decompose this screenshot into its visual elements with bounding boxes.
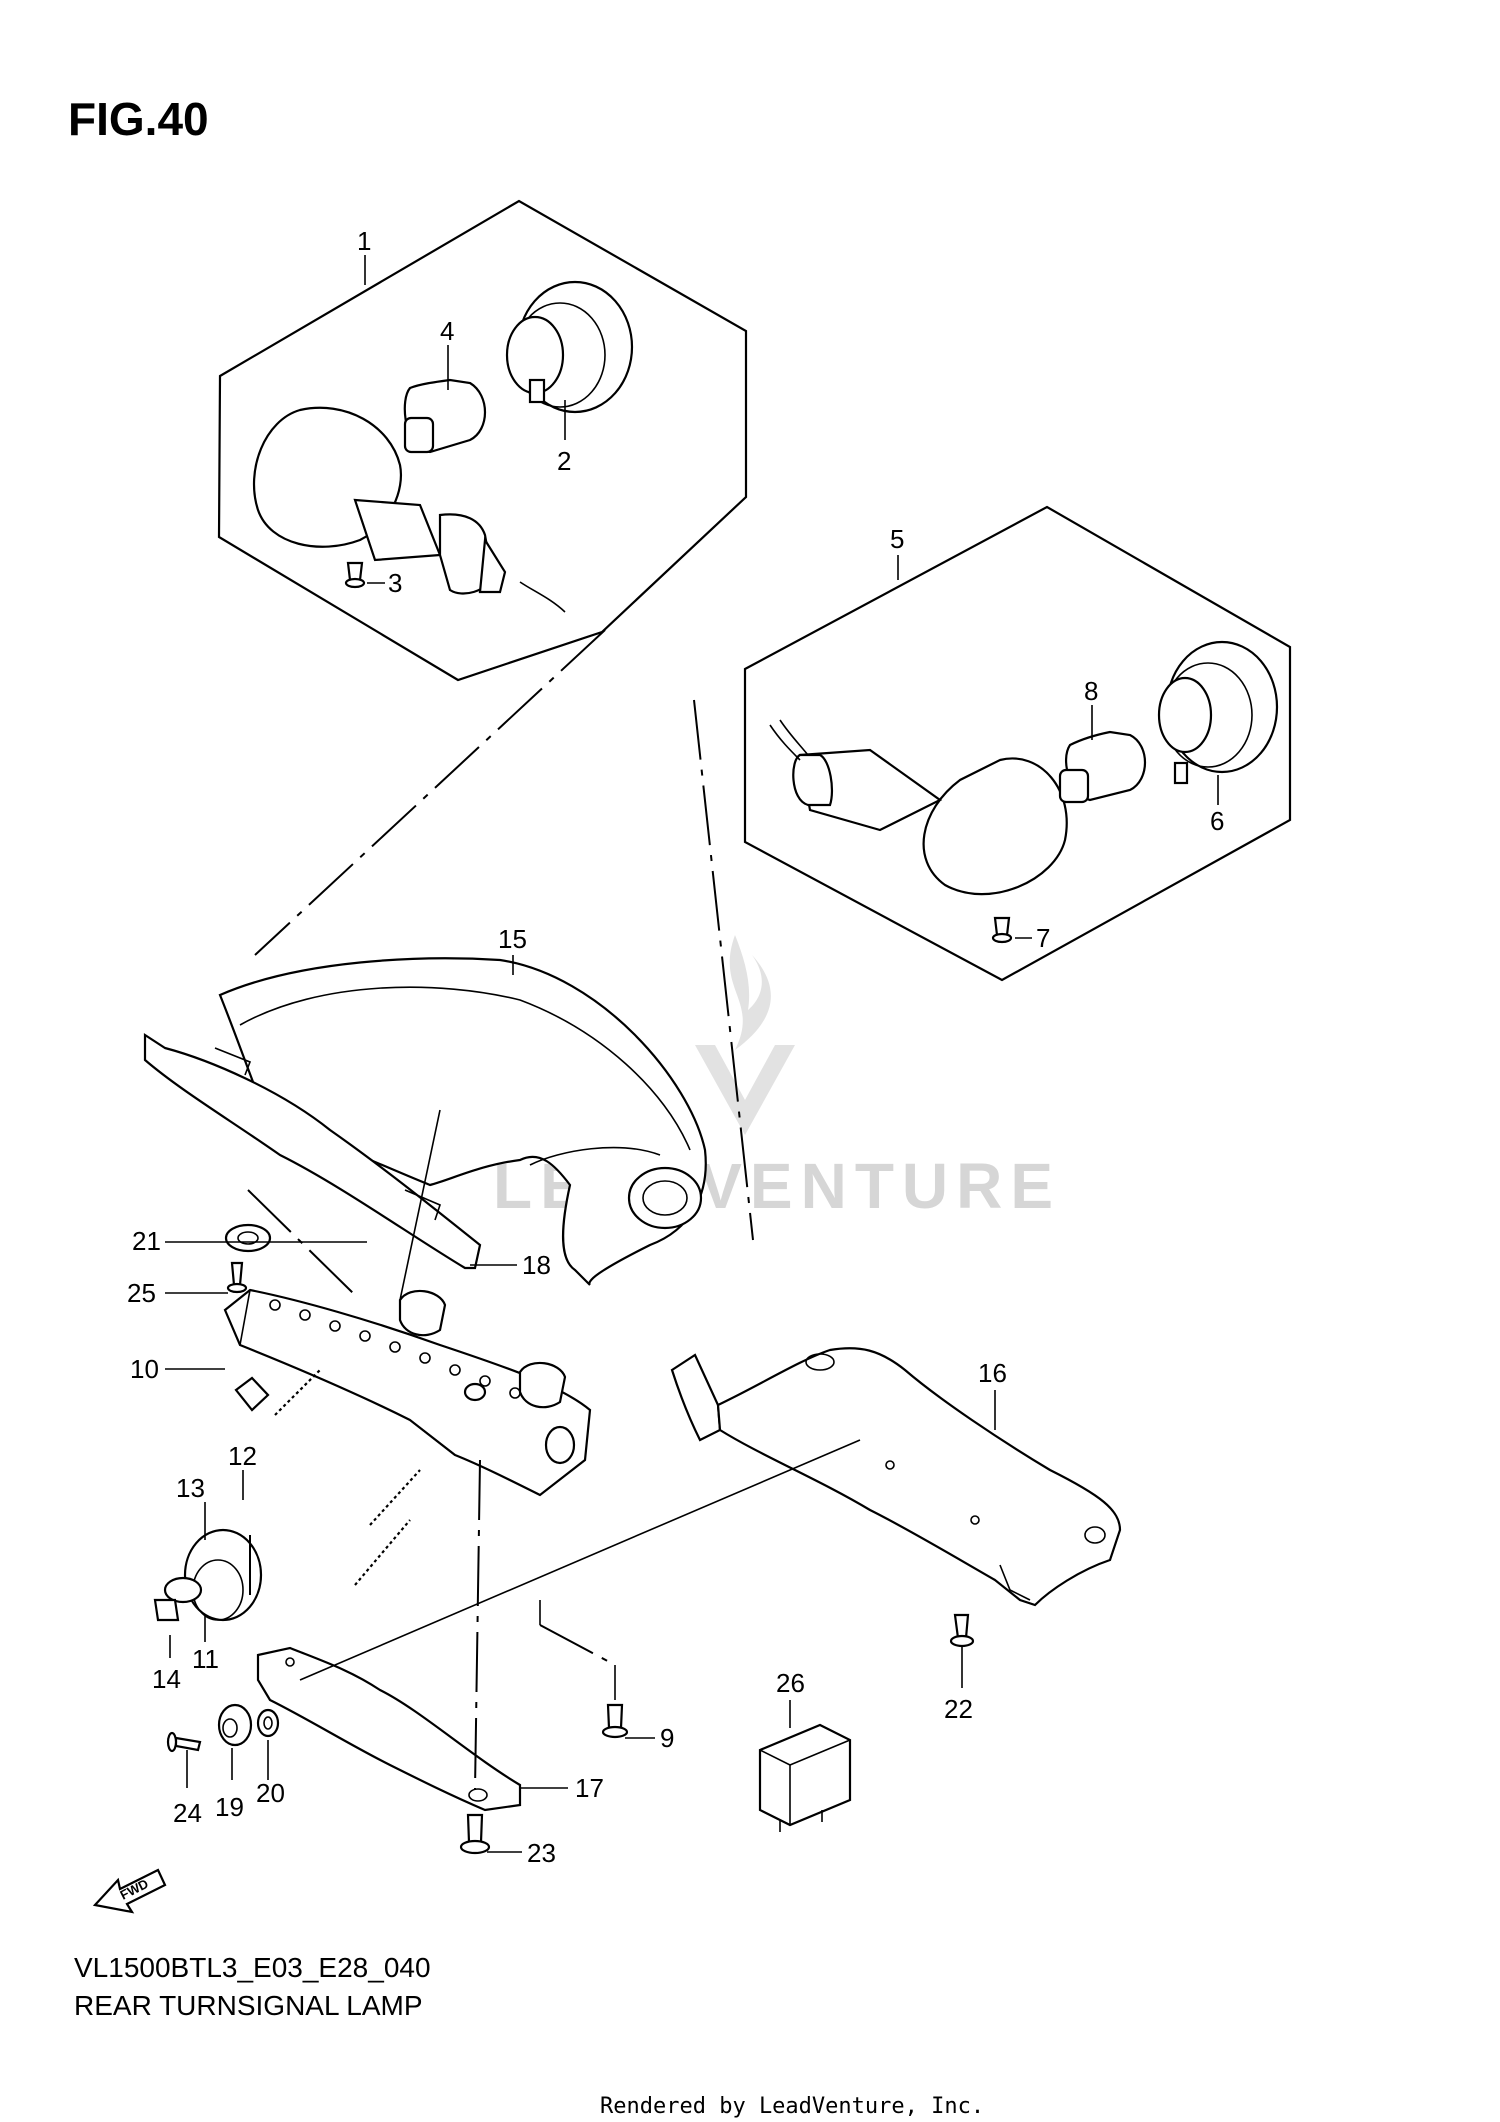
projection-line-right [693, 699, 754, 1241]
callout-7: 7 [1036, 923, 1050, 953]
projection-line-left [254, 629, 606, 956]
fender-trim-18 [143, 1032, 482, 1270]
callout-23: 23 [527, 1838, 556, 1868]
callout-24: 24 [173, 1798, 202, 1828]
callout-20: 20 [256, 1778, 285, 1808]
callout-labels: 1 2 3 4 5 6 7 8 9 10 11 12 13 14 15 16 1… [127, 226, 1224, 1868]
callout-3: 3 [388, 568, 402, 598]
callout-19: 19 [215, 1792, 244, 1822]
callout-13: 13 [176, 1473, 205, 1503]
callout-25: 25 [127, 1278, 156, 1308]
callout-14: 14 [152, 1664, 181, 1694]
callout-4: 4 [440, 316, 454, 346]
callout-26: 26 [776, 1668, 805, 1698]
callout-5: 5 [890, 524, 904, 554]
license-bracket-10 [223, 1288, 592, 1497]
callout-6: 6 [1210, 806, 1224, 836]
model-code: VL1500BTL3_E03_E28_040 [74, 1952, 431, 1983]
fwd-direction-arrow: FWD [92, 1868, 167, 1914]
callout-2: 2 [557, 446, 571, 476]
callout-9: 9 [660, 1723, 674, 1753]
callout-8: 8 [1084, 676, 1098, 706]
callout-18: 18 [522, 1250, 551, 1280]
right-turnsignal-assembly [743, 505, 1292, 982]
left-turnsignal-assembly [217, 199, 748, 682]
callout-21: 21 [132, 1226, 161, 1256]
studs-and-grommets [153, 1369, 421, 1622]
signal-bracket-16 [670, 1347, 1122, 1607]
callout-12: 12 [228, 1441, 257, 1471]
turnsignal-relay-26 [758, 1723, 852, 1832]
callout-1: 1 [357, 226, 371, 256]
fasteners [166, 1223, 975, 1855]
callout-leaders [165, 955, 996, 1853]
callout-11: 11 [192, 1644, 219, 1674]
callout-17: 17 [575, 1773, 604, 1803]
callout-15: 15 [498, 924, 527, 954]
callout-22: 22 [944, 1694, 973, 1724]
callout-16: 16 [978, 1358, 1007, 1388]
callout-10: 10 [130, 1354, 159, 1384]
bracket-plate-17 [256, 1646, 522, 1812]
section-title: REAR TURNSIGNAL LAMP [74, 1990, 423, 2021]
fig-title: FIG.40 [68, 93, 209, 145]
render-credit: Rendered by LeadVenture, Inc. [600, 2094, 985, 2119]
